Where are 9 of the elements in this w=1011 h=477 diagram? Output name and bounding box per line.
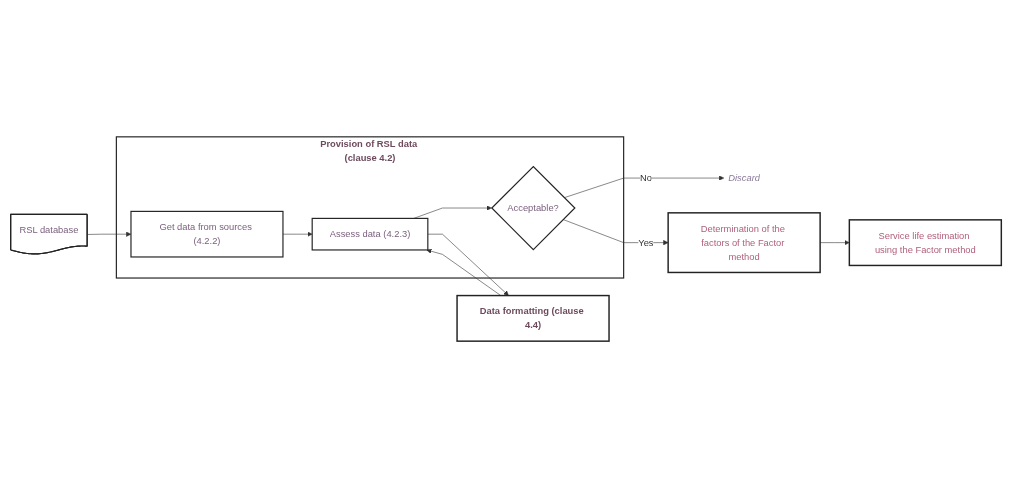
node-box: Service life estimation using the Factor method xyxy=(848,218,1002,266)
edge-label: No xyxy=(639,172,652,183)
node-box: Determination of the factors of the Factor method xyxy=(666,211,821,273)
node-text: Discard xyxy=(727,172,760,183)
node-box: Get data from sources (4.2.2) xyxy=(129,210,284,258)
edge-label: Yes xyxy=(637,236,654,247)
node-diamond: Acceptable? xyxy=(490,165,576,250)
node-box: Data formatting (clause 4.4) xyxy=(455,294,610,342)
node-box: Assess data (4.2.3) xyxy=(311,217,428,251)
